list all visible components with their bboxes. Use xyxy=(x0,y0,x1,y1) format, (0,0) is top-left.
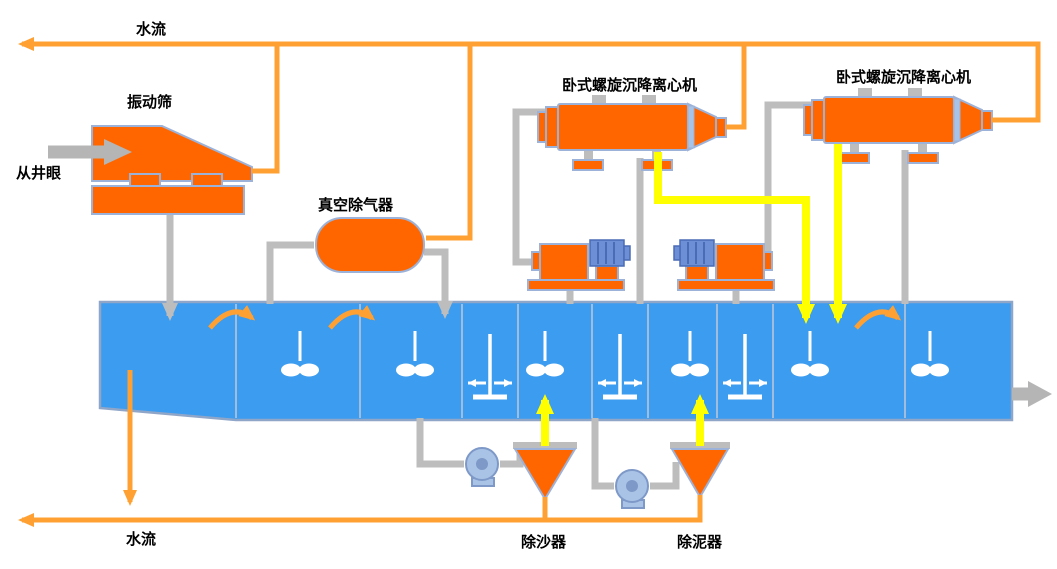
pipe-tank-to-desander-pump xyxy=(416,418,464,468)
water-line-top xyxy=(18,37,1041,123)
centrifuge-left xyxy=(537,95,727,171)
vacuum-degasser xyxy=(315,217,425,273)
gray-pipes xyxy=(162,101,909,490)
overflow-arc xyxy=(328,305,376,330)
overflow-arc xyxy=(208,305,256,330)
desander-label: 除沙器 xyxy=(521,533,567,551)
from-wellbore-label: 从井眼 xyxy=(16,164,61,182)
centrifuge-left-label: 卧式螺旋沉降离心机 xyxy=(562,76,697,94)
pump-casing xyxy=(715,243,765,281)
agitator xyxy=(281,331,319,377)
motor-support xyxy=(685,265,709,281)
water-flow-top-label: 水流 xyxy=(136,20,166,38)
feed-pump-right xyxy=(673,239,775,291)
from-wellbore-arrow xyxy=(48,139,132,165)
desander xyxy=(513,442,577,501)
centrifuge-outlet xyxy=(715,117,727,138)
screen-base xyxy=(91,185,245,215)
weir-gate xyxy=(468,334,512,400)
branch-centrifuge-left-to-top xyxy=(726,44,747,130)
pump-flange xyxy=(531,251,541,271)
centrifuge-outlet xyxy=(981,110,993,131)
weir-gate xyxy=(723,334,767,400)
agitator xyxy=(791,331,829,377)
agitator xyxy=(671,331,709,377)
vacuum-degasser-label: 真空除气器 xyxy=(318,196,394,214)
tank-agitators xyxy=(281,331,949,377)
desilter-pump xyxy=(615,469,649,509)
pump-casing xyxy=(539,243,589,281)
pipe-tank-to-desilter-pump xyxy=(591,418,614,490)
tank-compartment-walls xyxy=(235,304,906,418)
agitator xyxy=(911,331,949,377)
tank-weir-gates xyxy=(468,334,767,400)
water-flow-lines xyxy=(18,37,1041,527)
agitator xyxy=(526,331,564,377)
water-line-bottom xyxy=(18,495,703,527)
agitator xyxy=(396,331,434,377)
centrifuge-left-solids xyxy=(654,152,815,324)
desilter-label: 除泥器 xyxy=(677,533,723,551)
centrifuge-foot xyxy=(572,159,604,171)
screen-deck xyxy=(91,125,253,182)
weir-gate xyxy=(598,334,642,400)
branch-screen-to-top xyxy=(252,44,280,174)
desander-cone xyxy=(513,448,577,501)
pipe-degasser-to-tank xyxy=(424,248,453,319)
pipe-tank-to-degasser xyxy=(266,241,314,304)
solids-discharge-lines xyxy=(536,144,847,446)
vibrating-screen xyxy=(91,125,253,215)
vibrating-screen-label: 振动筛 xyxy=(127,93,172,111)
centrifuge-pulley xyxy=(545,106,559,148)
desander-pump xyxy=(465,447,499,487)
pipe-desilter-pump-to-cone xyxy=(650,462,680,490)
mud-tank-body xyxy=(98,300,1014,422)
mud-tank xyxy=(98,300,1014,422)
labels: 水流 振动筛 从井眼 真空除气器 卧式螺旋沉降离心机 卧式螺旋沉降离心机 水流 … xyxy=(16,20,971,551)
centrifuge-pulley xyxy=(537,111,547,143)
centrifuge-foot xyxy=(838,152,870,164)
tank-outlet-arrow xyxy=(1012,381,1052,407)
desilter-cone xyxy=(670,448,730,499)
centrifuge-bowl xyxy=(823,96,955,144)
overflow-arc xyxy=(854,305,902,330)
motor-support xyxy=(595,265,619,281)
branch-degasser-to-top xyxy=(426,44,473,241)
pump-flange xyxy=(763,251,773,271)
feed-pump-left xyxy=(527,239,631,291)
centrifuge-pulley xyxy=(803,104,813,136)
pump-base xyxy=(677,279,775,291)
centrifuge-right-label: 卧式螺旋沉降离心机 xyxy=(836,68,971,86)
centrifuge-right xyxy=(803,88,993,164)
centrifuge-bowl xyxy=(557,103,689,151)
water-flow-bottom-label: 水流 xyxy=(126,530,156,548)
pump-base xyxy=(527,279,625,291)
centrifuge-pulley xyxy=(811,99,825,141)
centrifuge-foot xyxy=(907,152,939,164)
